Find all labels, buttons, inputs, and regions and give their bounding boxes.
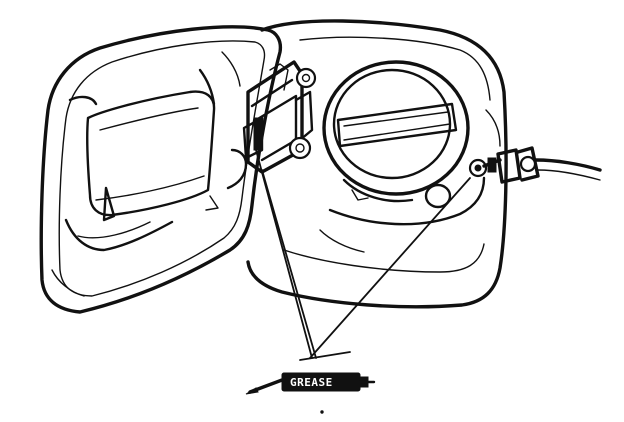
fuel-filler-lid	[39, 25, 283, 314]
grease-gun-icon: GREASE	[245, 372, 376, 395]
fuel-filler-cap	[322, 60, 470, 203]
hinge-grease-point	[253, 117, 263, 151]
hinge-bolt-lower	[288, 136, 312, 160]
leader-lines	[255, 149, 471, 361]
lid-opener-latch	[424, 146, 602, 209]
fuel-door-recess	[246, 19, 508, 309]
lid-hinge	[242, 60, 317, 174]
grease-label: GREASE	[290, 376, 333, 389]
speck	[320, 410, 324, 414]
hinge-bolt-upper	[295, 67, 317, 89]
latch-grease-point	[487, 157, 497, 173]
